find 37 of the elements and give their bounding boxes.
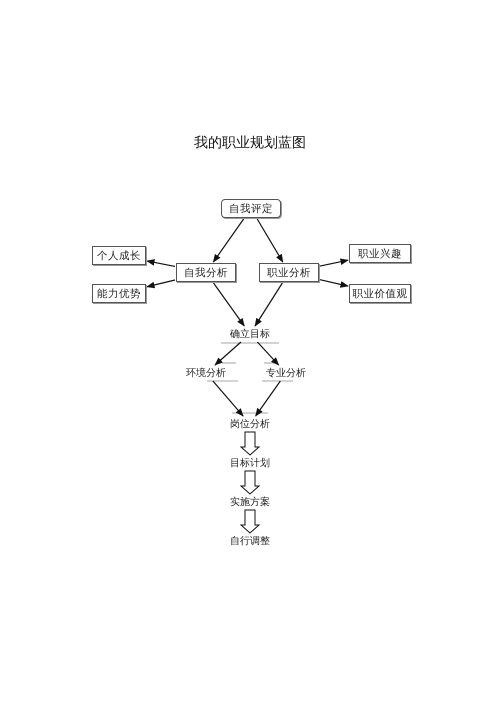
process-box [92,284,146,303]
process-box [349,244,411,263]
node-label: 实施方案 [230,496,270,509]
arrow [320,279,349,288]
node-label: 确立目标 [230,328,270,341]
node-label: 自我分析 [184,266,228,280]
arrow [213,282,245,327]
process-box [176,263,236,282]
arrow [214,342,242,366]
process-box [349,284,411,303]
arrow [320,258,349,267]
node-label: 能力优势 [97,286,141,300]
block-arrow [240,432,260,456]
arrow [256,218,284,263]
process-box [259,263,319,282]
node-label: 专业分析 [266,366,306,380]
block-arrow [240,510,260,534]
node-label: 目标计划 [230,456,270,470]
block-arrow [240,470,260,495]
arrow [255,380,281,417]
arrow [254,282,283,327]
node-label: 环境分析 [186,366,226,380]
node-label: 职业价值观 [352,286,408,300]
diagram-title: 我的职业规划蓝图 [193,134,307,152]
node-label: 个人成长 [97,248,141,262]
arrow [146,259,176,268]
arrow [212,218,244,263]
process-box [92,246,146,265]
arrow [146,279,176,288]
node-label: 自行调整 [230,535,270,548]
node-label: 职业分析 [267,266,311,280]
process-box [221,199,281,218]
arrow [212,380,244,417]
node-label: 自我评定 [229,202,273,216]
node-label: 岗位分析 [230,418,270,431]
arrow [256,342,280,366]
node-label: 职业兴趣 [358,246,402,260]
